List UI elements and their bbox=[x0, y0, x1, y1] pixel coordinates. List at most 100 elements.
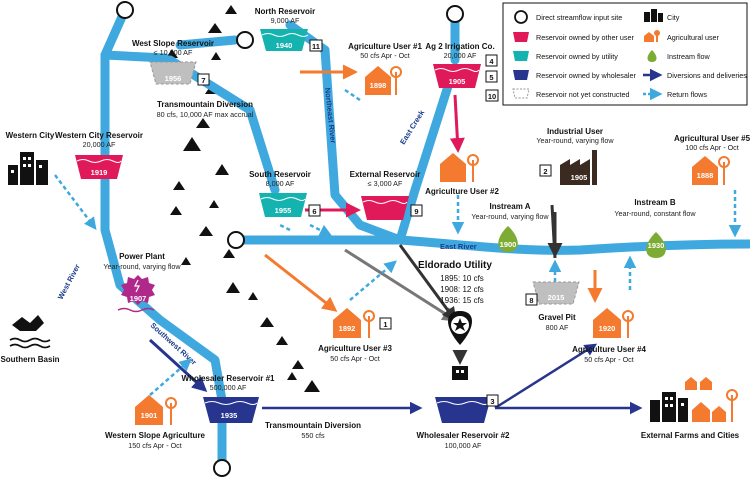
industrial-user-year: 1905 bbox=[571, 173, 588, 182]
ag1-year: 1898 bbox=[370, 81, 387, 90]
western-city-reservoir-capacity: 20,000 AF bbox=[83, 140, 116, 149]
instream-b-detail: Year-round, constant flow bbox=[614, 209, 696, 218]
gravel-pit-capacity: 800 AF bbox=[546, 323, 569, 332]
east-river-label: East River bbox=[440, 242, 477, 251]
power-plant-detail: Year-round, varying flow bbox=[103, 262, 181, 271]
industrial-user: Industrial User Year-round, varying flow… bbox=[536, 127, 614, 185]
transmountain-top-name: Transmountain Diversion bbox=[157, 100, 253, 109]
instream-b-year: 1930 bbox=[648, 241, 665, 250]
ag3-name: Agriculture User #3 bbox=[318, 344, 392, 353]
southern-basin: Southern Basin bbox=[0, 315, 60, 364]
legend-reservoir-other-icon bbox=[513, 32, 529, 42]
transmountain-channel bbox=[165, 55, 280, 195]
legend-label: Instream flow bbox=[667, 52, 711, 61]
west-river-label: West River bbox=[56, 263, 82, 301]
instream-b: Instream B Year-round, constant flow 193… bbox=[614, 198, 696, 258]
legend-label: Agricultural user bbox=[667, 33, 720, 42]
ag3-barn-icon bbox=[333, 308, 361, 338]
ws-ag-detail: 150 cfs Apr - Oct bbox=[128, 441, 182, 450]
west-slope-reservoir-number: 7 bbox=[201, 76, 205, 85]
legend-label: Diversions and deliveries bbox=[667, 71, 747, 80]
external-reservoir-capacity: ≤ 3,000 AF bbox=[368, 179, 403, 188]
ag2-name: Agriculture User #2 bbox=[425, 187, 499, 196]
agriculture-user-4: 1920 Agriculture User #4 50 cfs Apr - Oc… bbox=[572, 308, 646, 364]
wholesaler2-capacity: 100,000 AF bbox=[445, 441, 482, 450]
western-city-reservoir-year: 1919 bbox=[91, 168, 108, 177]
western-slope-agriculture: 1901 Western Slope Agriculture 150 cfs A… bbox=[105, 395, 206, 450]
legend-reservoir-utility-icon bbox=[513, 51, 529, 61]
legend-label: Reservoir owned by other user bbox=[536, 33, 634, 42]
transmountain-bottom-name: Transmountain Diversion bbox=[265, 421, 361, 430]
gravel-pit: 2015 8 Gravel Pit 800 AF bbox=[525, 281, 580, 332]
external-farms-name: External Farms and Cities bbox=[641, 431, 740, 440]
streamflow-input-sites bbox=[116, 1, 464, 477]
diversion-lines bbox=[262, 343, 643, 415]
ws-ag-year: 1901 bbox=[141, 411, 158, 420]
ag3-detail: 50 cfs Apr - Oct bbox=[330, 354, 380, 363]
west-slope-link bbox=[100, 50, 170, 63]
legend-instream-icon bbox=[647, 50, 657, 62]
western-city-reservoir: Western City Reservoir 20,000 AF 1919 bbox=[55, 131, 143, 179]
legend-label: Reservoir not yet constructed bbox=[536, 90, 629, 99]
ag2-irrigation-capacity: 20,000 AF bbox=[444, 51, 477, 60]
city-icon bbox=[650, 392, 688, 422]
gravel-pit-name: Gravel Pit bbox=[538, 313, 576, 322]
input-site-ag2 bbox=[446, 5, 464, 23]
eldorado-utility: Eldorado Utility 1895: 10 cfs 1908: 12 c… bbox=[418, 260, 492, 380]
external-reservoir-number: 9 bbox=[414, 207, 418, 216]
city-icon bbox=[8, 152, 48, 185]
north-reservoir-number: 11 bbox=[312, 42, 320, 51]
ag3-year: 1892 bbox=[339, 324, 356, 333]
factory-icon bbox=[560, 159, 590, 185]
industrial-user-number: 2 bbox=[543, 167, 547, 176]
west-slope-reservoir-year: 1956 bbox=[165, 74, 182, 83]
power-plant-year: 1907 bbox=[130, 294, 147, 303]
star-icon bbox=[453, 318, 467, 331]
wholesaler-reservoir-2: 3 Wholesaler Reservoir #2 100,000 AF bbox=[417, 394, 510, 450]
windmill-icon bbox=[467, 154, 479, 166]
ag2-number-10: 10 bbox=[488, 92, 496, 101]
west-slope-reservoir-capacity: ≤ 10,000 AF bbox=[154, 48, 193, 57]
windmill-icon bbox=[718, 156, 730, 168]
power-plant: Power Plant Year-round, varying flow 190… bbox=[103, 252, 181, 313]
instream-drop-icon bbox=[646, 232, 666, 258]
north-reservoir-capacity: 9,000 AF bbox=[271, 16, 300, 25]
legend-label: Reservoir owned by utility bbox=[536, 52, 618, 61]
legend-label: City bbox=[667, 13, 680, 22]
windmill-icon bbox=[622, 310, 634, 322]
windmill-icon bbox=[363, 310, 375, 322]
ag3-number: 1 bbox=[383, 320, 387, 329]
agriculture-user-1: Agriculture User #1 50 cfs Apr - Oct 189… bbox=[348, 42, 422, 95]
ws-ag-barn-icon bbox=[135, 395, 163, 425]
windmill-icon bbox=[165, 397, 177, 409]
water-waves-icon bbox=[9, 337, 51, 343]
north-link bbox=[175, 35, 240, 50]
ag4-barn-icon bbox=[593, 308, 621, 338]
gravel-pit-year: 2015 bbox=[548, 293, 565, 302]
windmill-icon bbox=[390, 66, 402, 78]
south-reservoir-name: South Reservoir bbox=[249, 170, 311, 179]
industrial-user-name: Industrial User bbox=[547, 127, 603, 136]
north-reservoir: North Reservoir 9,000 AF 1940 11 bbox=[255, 7, 323, 52]
instream-b-name: Instream B bbox=[634, 198, 676, 207]
ag1-barn-icon bbox=[365, 66, 391, 95]
ag5-detail: 100 cfs Apr - Oct bbox=[685, 143, 739, 152]
external-reservoir: External Reservoir ≤ 3,000 AF 9 bbox=[350, 170, 423, 220]
legend-label: Return flows bbox=[667, 90, 707, 99]
instream-a-detail: Year-round, varying flow bbox=[471, 212, 549, 221]
legend-label: Direct streamflow input site bbox=[536, 13, 622, 22]
instream-a: Instream A Year-round, varying flow 1900 bbox=[471, 202, 549, 252]
input-site-south bbox=[213, 459, 231, 477]
transmountain-top-detail: 80 cfs, 10,000 AF max accrual bbox=[157, 110, 254, 119]
utility-building-icon bbox=[452, 366, 468, 380]
instream-a-year: 1900 bbox=[500, 240, 517, 249]
ag4-name: Agriculture User #4 bbox=[572, 345, 646, 354]
barn-icon bbox=[692, 402, 710, 422]
mountain-range bbox=[166, 5, 320, 392]
legend-input-icon bbox=[514, 10, 528, 24]
ag5-barn-icon bbox=[692, 156, 718, 185]
external-reservoir-name: External Reservoir bbox=[350, 170, 421, 179]
agriculture-user-2: Agriculture User #2 bbox=[425, 153, 499, 196]
